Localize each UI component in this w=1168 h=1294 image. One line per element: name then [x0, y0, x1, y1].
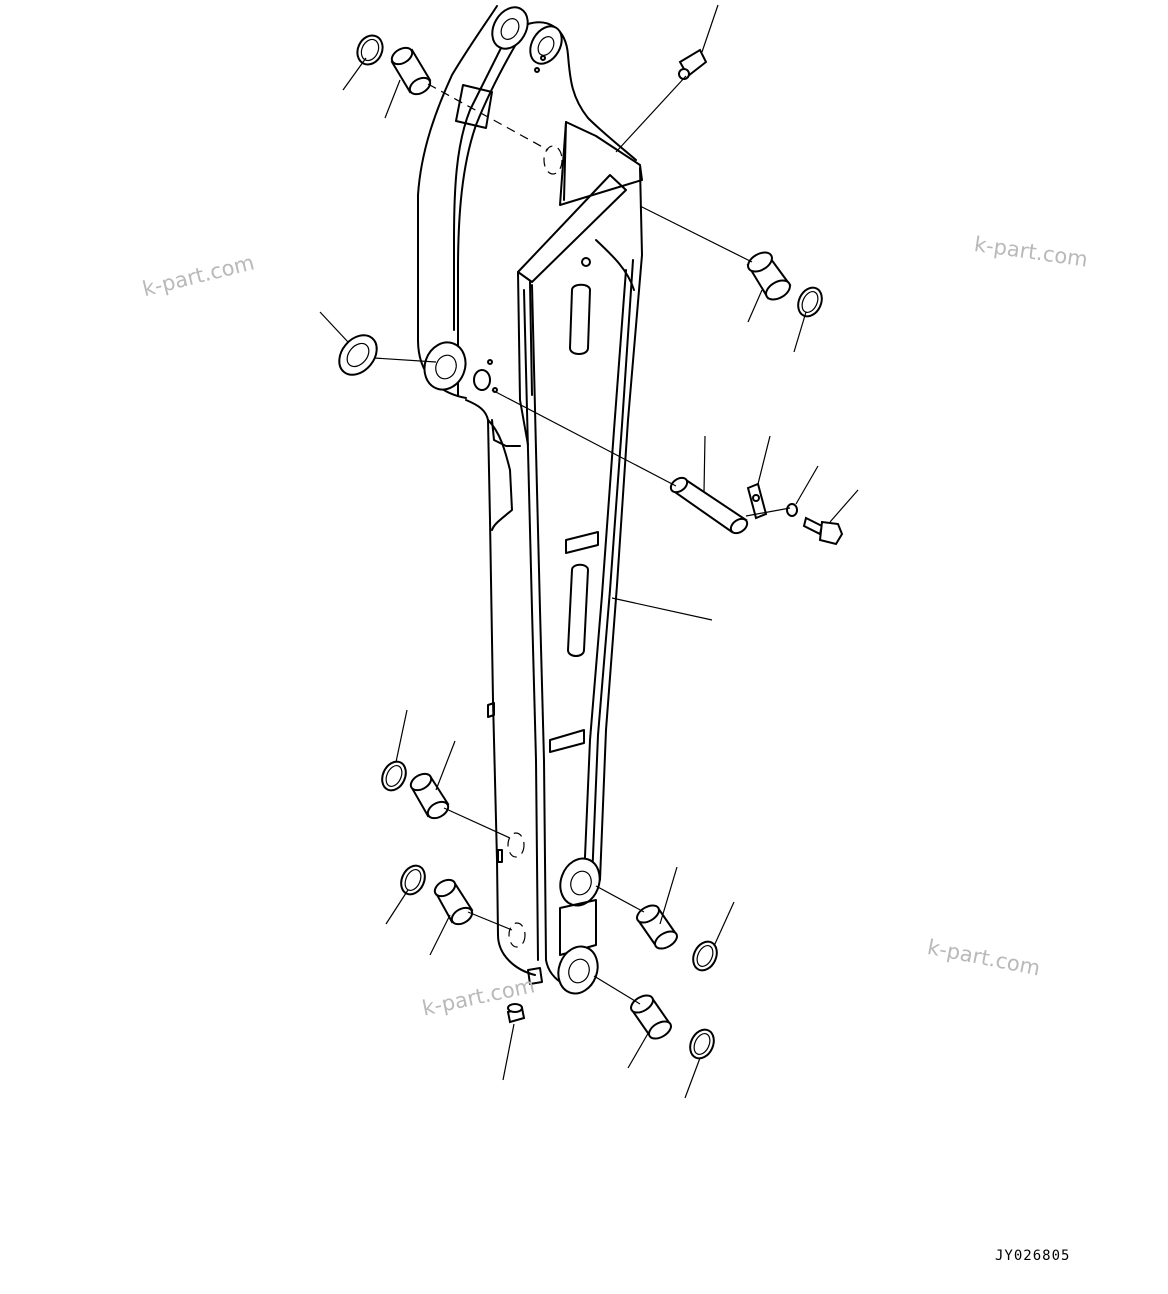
top-boss-back: [491, 6, 529, 50]
bushing-lower-left-1: [409, 772, 450, 820]
shim-ring-lower-right-2: [689, 1028, 715, 1060]
lower-boss-1: [559, 857, 601, 907]
shim-ring-top: [356, 34, 384, 66]
lock-bolt: [802, 516, 844, 546]
bushing-upper-right: [746, 251, 792, 301]
assembly-lines: [373, 75, 791, 1005]
shim-ring-lower-left-1: [381, 760, 407, 792]
shim-ring-lower-right-1: [692, 940, 718, 972]
grease-fitting-top: [678, 48, 708, 80]
mid-boss: [423, 341, 467, 391]
grease-fitting-bottom: [506, 1003, 526, 1024]
leader-lines: [319, 4, 859, 1099]
shim-ring-lower-left-2: [400, 864, 426, 896]
arm-body: [417, 5, 643, 995]
loose-parts: [338, 34, 844, 1060]
bushing-top: [390, 46, 432, 96]
shim-ring-upper-right: [797, 286, 823, 318]
bushing-lower-left-2: [433, 878, 474, 926]
pin: [669, 476, 749, 535]
thrust-washer: [338, 334, 378, 376]
drawing-code: JY026805: [995, 1248, 1071, 1264]
bushing-lower-right-2: [630, 994, 672, 1040]
top-boss-front: [529, 25, 563, 65]
lock-washer: [786, 503, 798, 517]
bushing-lower-right-1: [636, 904, 678, 950]
